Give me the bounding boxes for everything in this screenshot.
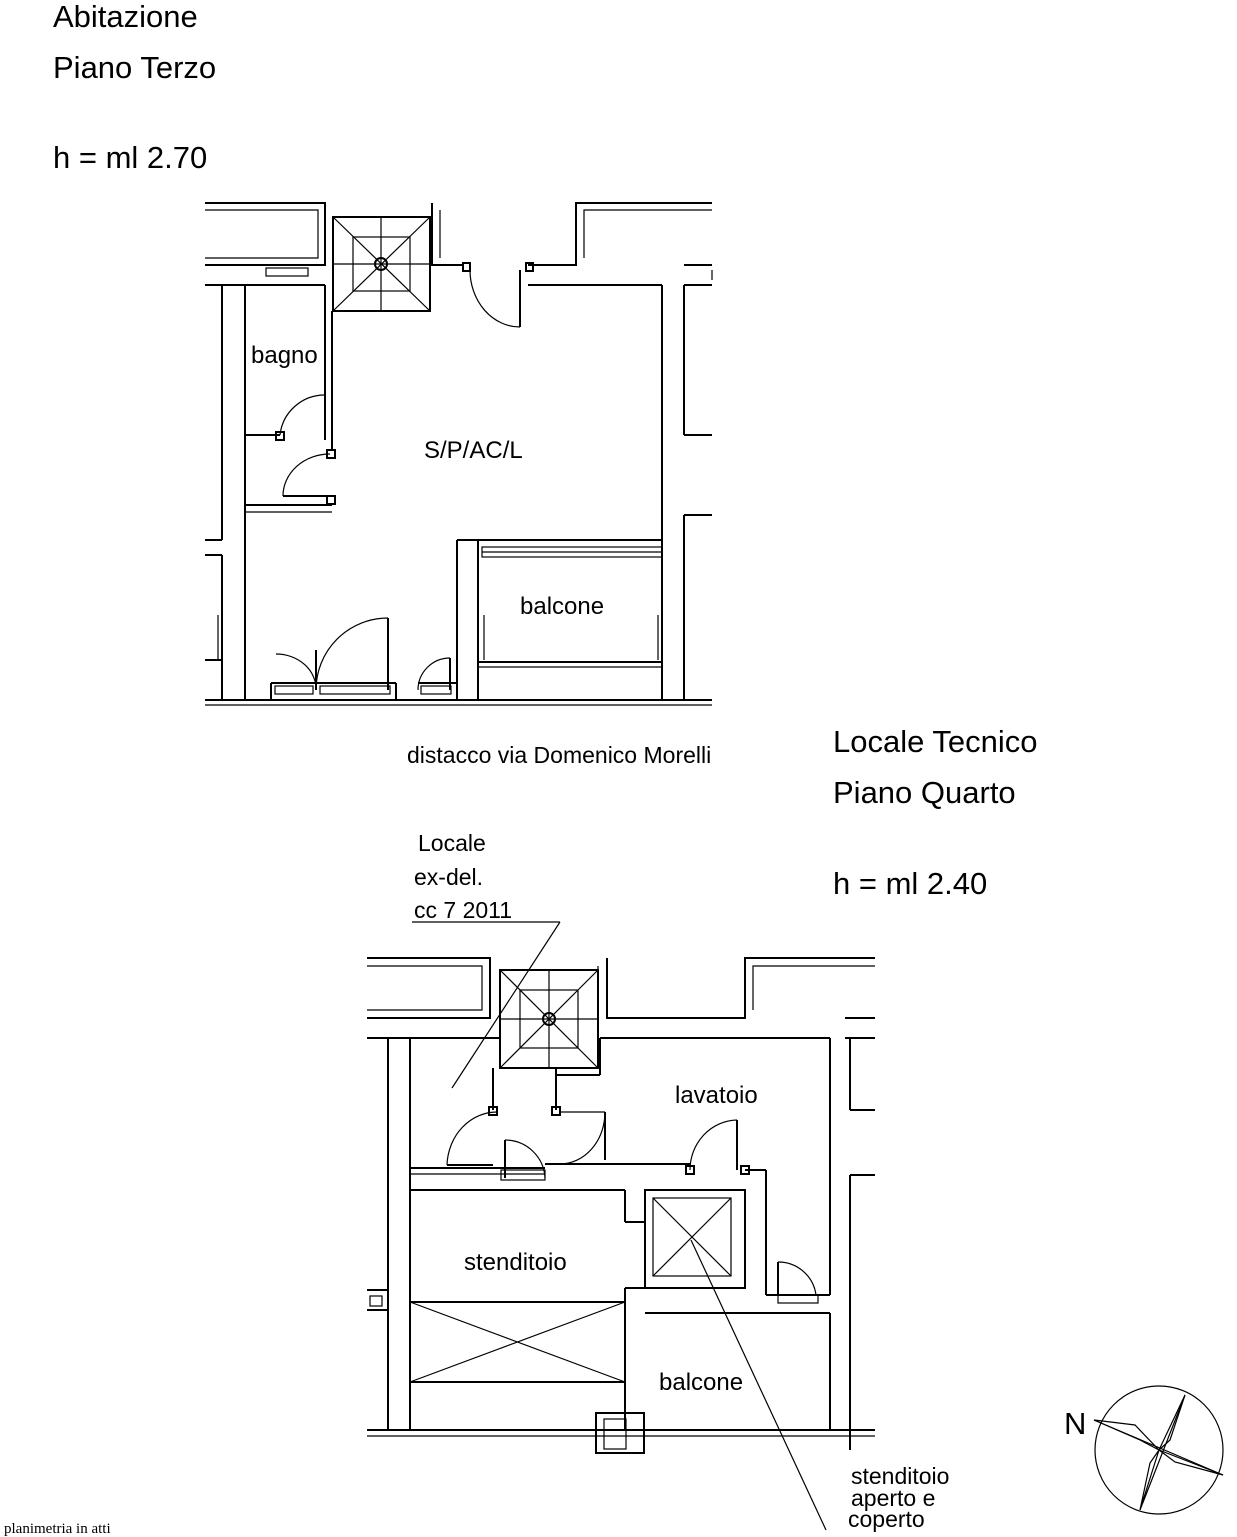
room-label-bagno: bagno [251, 342, 318, 369]
compass-north-label: N [1064, 1406, 1087, 1441]
room-label-living: S/P/AC/L [424, 437, 523, 464]
note-line-3: cc 7 2011 [414, 897, 513, 923]
room-label-stenditoio: stenditoio [464, 1249, 567, 1276]
lower-floor: Piano Quarto [833, 775, 1016, 810]
callout-line-3: coperto [848, 1506, 925, 1532]
room-label-lavatoio: lavatoio [675, 1082, 758, 1109]
room-label-balcone-lower: balcone [659, 1369, 744, 1396]
street-label: distacco via Domenico Morelli [407, 742, 712, 768]
lower-plan [367, 921, 875, 1531]
callout-line-2: aperto e [851, 1485, 936, 1511]
upper-plan [205, 202, 713, 706]
upper-title: Abitazione [53, 0, 198, 34]
lower-title: Locale Tecnico [833, 724, 1038, 759]
callout-line-1: stenditoio [851, 1463, 950, 1489]
footer-note: planimetria in atti [4, 1521, 111, 1537]
note-line-2: ex-del. [414, 864, 484, 890]
note-line-1: Locale [418, 830, 486, 856]
lower-height: h = ml 2.40 [833, 866, 988, 901]
compass-rose [1093, 1385, 1224, 1515]
upper-floor: Piano Terzo [53, 50, 217, 85]
room-label-balcone-upper: balcone [520, 593, 605, 620]
upper-height: h = ml 2.70 [53, 140, 208, 175]
